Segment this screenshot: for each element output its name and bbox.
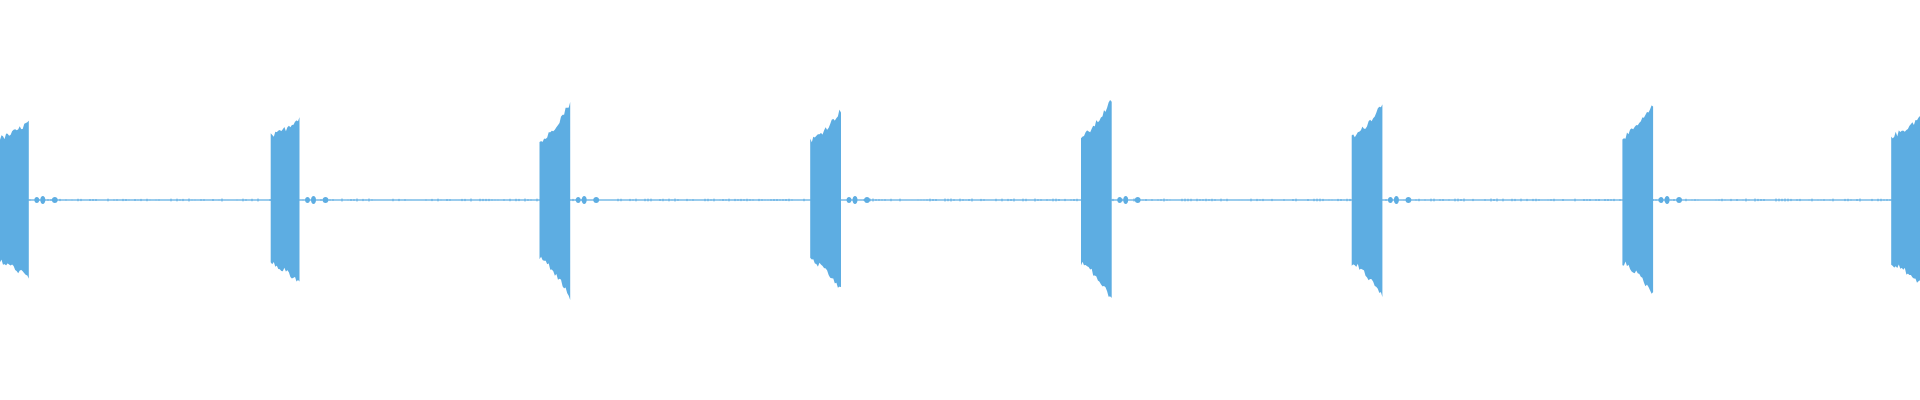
waveform-blip: [322, 197, 329, 203]
waveform-blip: [593, 197, 600, 203]
waveform-pulse-8: [1891, 116, 1920, 283]
waveform-pulse-7: [1622, 105, 1654, 294]
waveform-blip: [864, 197, 870, 203]
waveform-pulse-6: [1351, 104, 1383, 298]
waveform-blip: [1405, 197, 1412, 203]
waveform-blip: [1664, 196, 1670, 204]
waveform-blip: [51, 197, 58, 203]
waveform-blip: [575, 197, 581, 203]
waveform-blip: [846, 197, 852, 203]
waveform-blip: [1387, 197, 1393, 203]
waveform-pulses: [0, 100, 1920, 300]
waveform-pulse-3: [539, 102, 571, 300]
waveform-blip: [1393, 196, 1399, 204]
waveform-blip: [852, 196, 858, 204]
waveform-blip: [1134, 197, 1141, 203]
waveform-blip: [311, 196, 316, 204]
waveform-blip: [581, 196, 587, 204]
waveform-blips: [34, 196, 1683, 204]
waveform-blip: [1123, 196, 1129, 204]
waveform-pulse-2: [270, 117, 300, 282]
waveform-pulse-4: [810, 109, 841, 288]
waveform-blip: [1117, 197, 1123, 203]
waveform-blip: [1658, 197, 1664, 203]
waveform-blip: [305, 197, 310, 203]
waveform-blip: [40, 196, 46, 204]
waveform-blip: [1676, 197, 1683, 203]
waveform-noise: [0, 198, 1918, 202]
waveform-pulse-1: [0, 120, 29, 279]
waveform-blip: [34, 197, 40, 203]
waveform-pulse-5: [1081, 100, 1112, 298]
